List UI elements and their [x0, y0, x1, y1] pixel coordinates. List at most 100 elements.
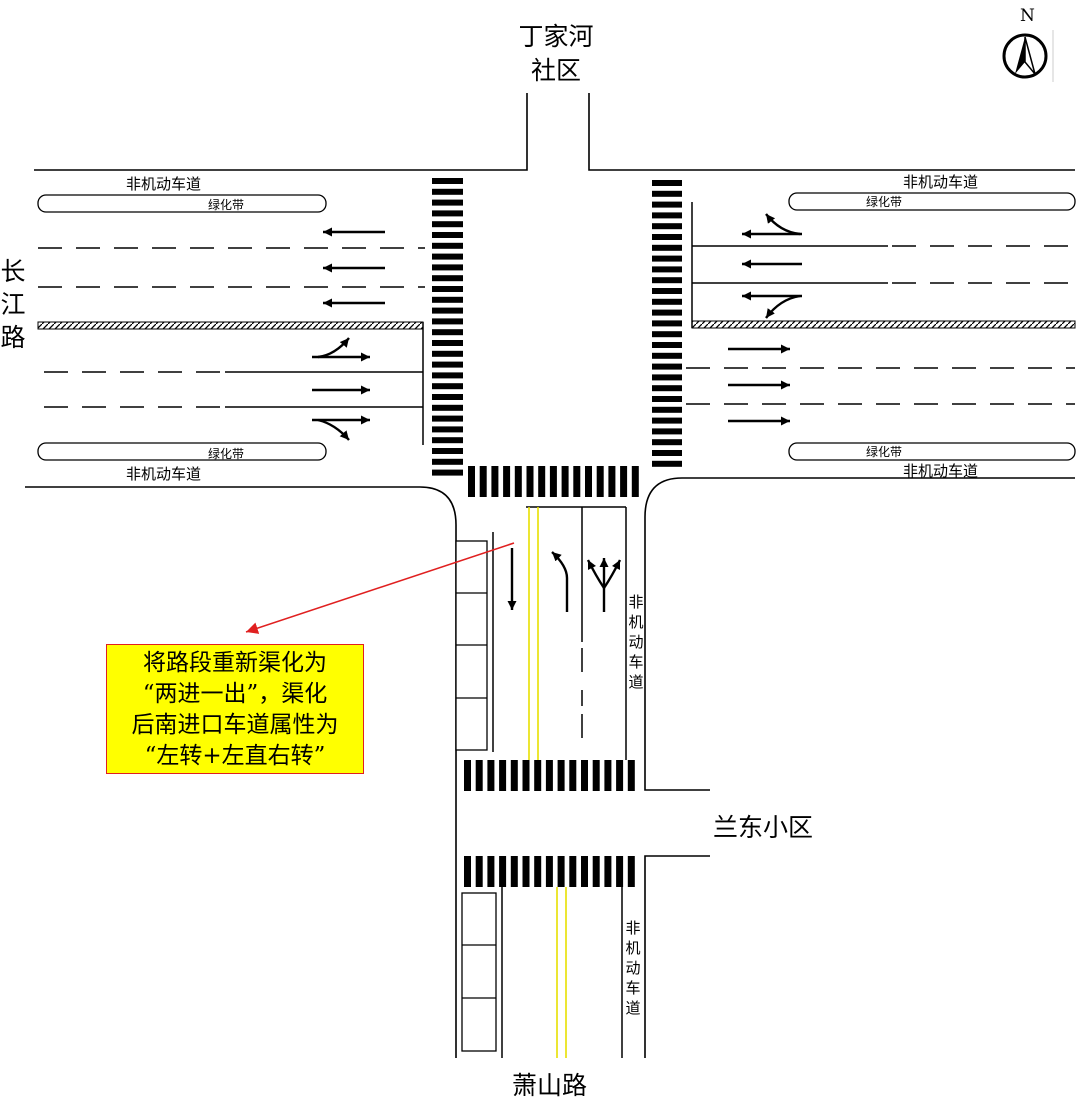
crosswalk-stripe [432, 469, 463, 476]
edge-south-east-lower [644, 855, 710, 1058]
crosswalk-stripe [432, 286, 463, 292]
crosswalk-stripe [604, 760, 612, 791]
crosswalk-stripe [468, 466, 475, 497]
arrows-west-exit [323, 227, 385, 308]
crosswalk-stripe [464, 856, 471, 887]
road-edges [25, 93, 1075, 1058]
median-east [691, 320, 1076, 329]
crosswalk-stripe [432, 426, 463, 433]
crosswalk-stripe [432, 253, 463, 260]
crosswalk-stripe [432, 340, 463, 346]
crosswalk-stripe [432, 361, 463, 368]
crosswalk-stripe [522, 856, 530, 887]
arrow-left-turn-branch [317, 337, 350, 359]
edge-north-east [588, 93, 1075, 171]
lane-lines-east [686, 202, 1075, 405]
crosswalk-stripe [549, 466, 557, 497]
crosswalk-stripe [545, 760, 553, 791]
nonmotor-lane-south-lower-label: 非机动车道 [625, 919, 641, 1017]
crosswalk-stripe [510, 760, 518, 791]
arrow-east-left-branch [765, 294, 801, 319]
crosswalk-stripe [596, 466, 604, 497]
crosswalk-stripe [652, 460, 682, 467]
crosswalk-stripe [608, 466, 616, 497]
crosswalk-stripe [592, 856, 600, 887]
green-belt-se-label: 绿化带 [866, 445, 903, 459]
crosswalk-stripe [581, 856, 588, 887]
edge-south-east-upper [644, 477, 1075, 791]
crosswalk-stripe [561, 466, 569, 497]
crosswalk-stripe [479, 466, 487, 497]
green-belt-sw [37, 442, 327, 461]
edge-south-west [25, 486, 457, 1058]
crosswalk-stripe [627, 856, 635, 887]
crosswalk-stripe [475, 856, 483, 887]
crosswalk-stripe [432, 221, 463, 228]
crosswalk-stripe [432, 242, 463, 249]
arrow-right-turn-branch [317, 418, 350, 441]
crosswalk-stripe [432, 458, 463, 465]
arrows-south [507, 548, 622, 612]
crosswalk-stripe [432, 404, 463, 411]
crosswalk-stripe [487, 760, 495, 791]
crosswalk-stripe [652, 309, 682, 316]
north-compass: N [1002, 6, 1056, 82]
crosswalk-stripe [432, 188, 463, 195]
crosswalk-stripe [652, 288, 682, 294]
crosswalk-stripe [432, 275, 463, 282]
green-belt-ne-label: 绿化带 [866, 195, 903, 209]
crosswalk-stripe [432, 232, 463, 238]
crosswalk-west [432, 178, 463, 476]
nonmotor-lane-se-label: 非机动车道 [903, 462, 979, 480]
crosswalk-stripe [432, 448, 463, 454]
crosswalk-stripe [569, 760, 577, 791]
arrows-east-exit [728, 344, 790, 426]
lane-lines-west [38, 247, 425, 445]
crosswalk-stripe [432, 394, 463, 400]
crosswalk-stripe [514, 466, 522, 497]
crosswalk-stripe [569, 856, 577, 887]
center-line-south-upper [528, 507, 539, 760]
callout-text: 将路段重新渠化为 “两进一出”，渠化 后南进口车道属性为 “左转+左直右转” [131, 650, 339, 769]
crosswalk-south-mid [464, 760, 635, 791]
lane-lines-south-upper [492, 506, 627, 760]
crosswalk-stripe [573, 466, 581, 497]
arrows-east-entry [742, 213, 802, 319]
west-road-label: 长江路 [0, 257, 26, 352]
crosswalk-south-main [468, 466, 639, 497]
crosswalk-stripe [652, 190, 682, 197]
crosswalk-stripe [652, 212, 682, 219]
crosswalk-stripe [652, 201, 682, 208]
crosswalk-stripe [592, 760, 600, 791]
crosswalk-stripe [652, 385, 682, 392]
crosswalk-stripe [432, 199, 463, 206]
center-line-south-lower [556, 887, 567, 1058]
crosswalk-stripe [652, 396, 682, 402]
green-belts [37, 192, 1076, 461]
arrow-south-left-turn [551, 551, 569, 612]
crosswalk-stripe [652, 255, 682, 262]
crosswalk-stripe [620, 466, 628, 497]
green-belt-nw [37, 194, 327, 213]
crosswalk-stripe [432, 178, 463, 184]
crosswalk-south-lower [464, 856, 635, 887]
green-belt-nw-label: 绿化带 [208, 198, 245, 212]
nonmotor-lane-south-upper-label: 非机动车道 [628, 593, 644, 691]
crosswalk-stripe [432, 350, 463, 357]
crosswalk-stripe [652, 342, 682, 348]
north-community-label: 丁家河 社区 [518, 22, 594, 85]
crosswalk-stripe [432, 307, 463, 314]
crosswalk-stripe [652, 331, 682, 338]
edge-north-west [34, 93, 528, 171]
crosswalk-stripe [432, 372, 463, 379]
median-west [37, 321, 424, 330]
crosswalk-stripe [652, 363, 682, 370]
crosswalk-stripe [652, 244, 682, 251]
crosswalk-stripe [581, 760, 588, 791]
crosswalk-stripe [464, 760, 471, 791]
crosswalk-stripe [652, 298, 682, 305]
crosswalk-stripe [499, 856, 507, 887]
crosswalk-stripe [616, 856, 624, 887]
east-community-label: 兰东小区 [713, 813, 814, 842]
